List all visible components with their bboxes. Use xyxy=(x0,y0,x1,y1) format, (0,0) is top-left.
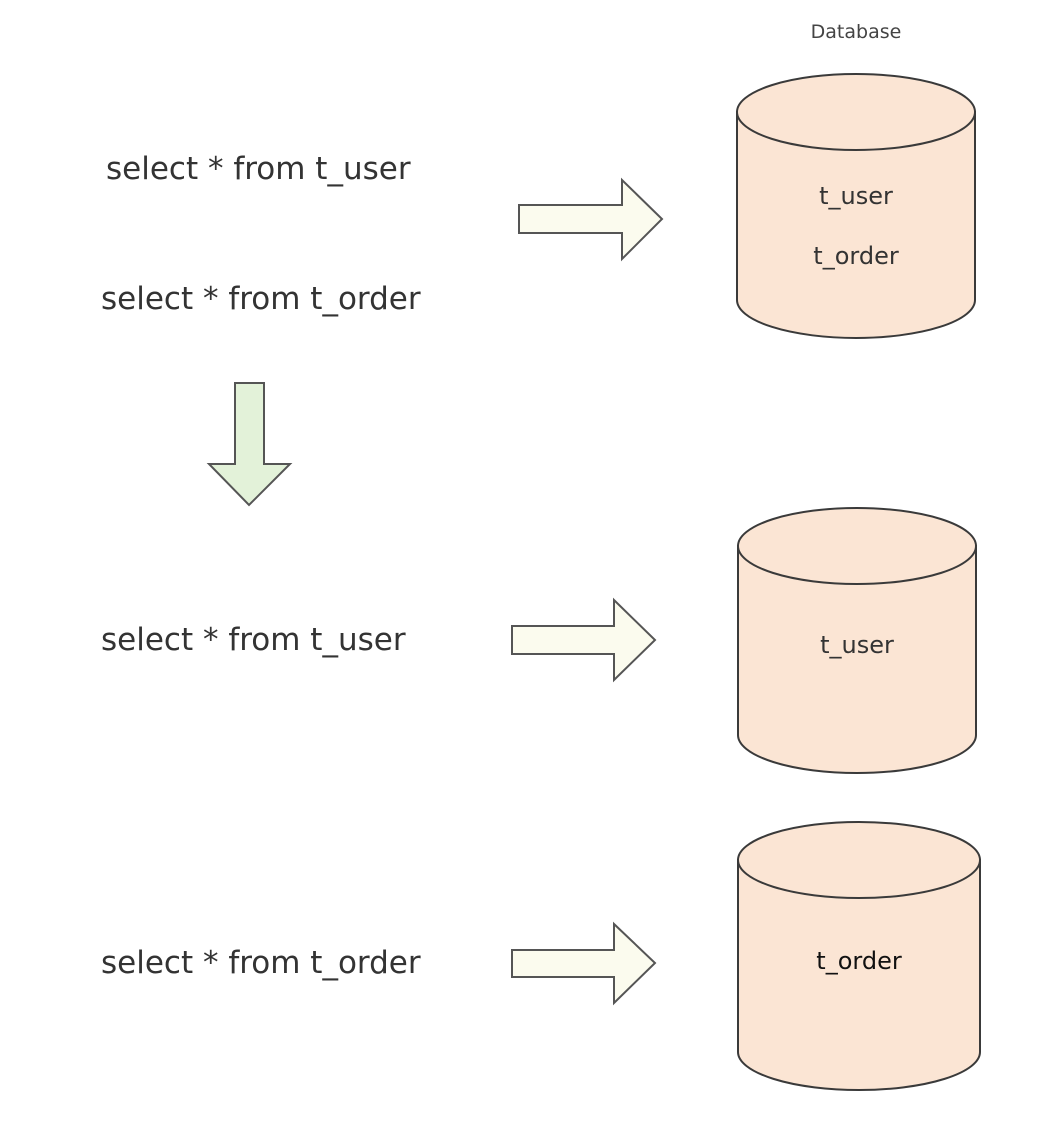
query-text-user-routed: select * from t_user xyxy=(101,622,406,658)
right-arrow-icon xyxy=(518,177,664,262)
query-text-order-routed: select * from t_order xyxy=(101,945,421,981)
database-cylinder: t_user t_order xyxy=(736,73,976,339)
database-cylinder-order: t_order xyxy=(737,821,981,1091)
table-label-t-user: t_user xyxy=(819,182,893,210)
query-text-order: select * from t_order xyxy=(101,281,421,317)
right-arrow-icon xyxy=(511,921,657,1006)
table-label-t-order: t_order xyxy=(813,242,899,270)
down-arrow-icon xyxy=(206,382,293,507)
database-cylinder-user: t_user xyxy=(737,507,977,774)
diagram-title: Database xyxy=(811,21,902,43)
table-label-t-user: t_user xyxy=(820,631,894,659)
right-arrow-icon xyxy=(511,597,657,683)
table-label-t-order: t_order xyxy=(816,947,902,975)
query-text-user: select * from t_user xyxy=(106,151,411,187)
